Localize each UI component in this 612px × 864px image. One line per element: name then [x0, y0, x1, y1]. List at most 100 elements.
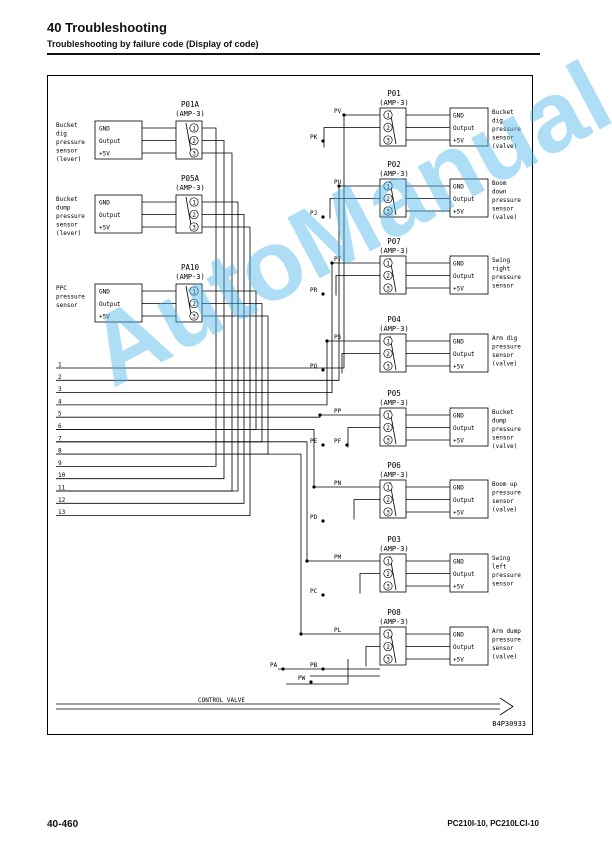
pin-number: 1	[192, 125, 196, 132]
pin-number: 3	[386, 583, 390, 590]
pin-number: 2	[192, 212, 196, 219]
connector-label: P04	[387, 315, 401, 324]
pin-label: GND	[453, 413, 464, 420]
pin-circle	[383, 568, 393, 579]
control-valve-arrowhead	[499, 697, 514, 716]
sensor-label: dump	[492, 418, 507, 425]
sensor-label: (valve)	[492, 143, 517, 150]
pin-number: 1	[386, 338, 390, 345]
connector-box	[379, 626, 407, 666]
sensor-box	[449, 407, 489, 447]
junction-dot	[312, 485, 316, 489]
pin-label: +5V	[453, 286, 464, 293]
model-name: PC210I-10, PC210LCI-10	[447, 819, 539, 828]
wire-label: PC	[310, 588, 318, 595]
bus-label: 2	[58, 374, 62, 381]
connector-type: (AMP-3)	[379, 618, 409, 626]
pin-label: +5V	[453, 657, 464, 664]
junction-dot	[330, 261, 334, 265]
pin-label: +5V	[453, 364, 464, 371]
pin-circle	[383, 507, 393, 517]
pin-circle	[189, 222, 199, 232]
bus-label: 10	[58, 472, 66, 479]
pin-label: Output	[453, 644, 475, 651]
pin-circle	[383, 556, 393, 566]
sensor-box	[449, 255, 489, 295]
sensor-label: sensor	[492, 581, 514, 588]
bus-wire	[56, 315, 269, 455]
pin-number: 2	[386, 125, 390, 132]
junction-dot	[345, 443, 349, 447]
sensor-label: Arm dig	[492, 335, 518, 342]
port-label: PU	[334, 179, 342, 186]
sensor-label: PPC	[56, 285, 67, 292]
sensor-label: sensor	[492, 135, 514, 142]
sensor-label: pressure	[492, 637, 521, 644]
port-label: PN	[334, 480, 342, 487]
pin-circle	[383, 654, 393, 664]
pin-label: +5V	[453, 138, 464, 145]
pin-number: 2	[192, 138, 196, 145]
pin-number: 2	[386, 273, 390, 280]
pin-label: +5V	[99, 151, 110, 158]
pin-label: GND	[453, 261, 464, 268]
wire-label: PR	[310, 287, 318, 294]
pin-label: GND	[99, 126, 110, 133]
sensor-label: sensor	[492, 206, 514, 213]
connector-label: P05A	[181, 174, 200, 183]
bus-label: 1	[58, 362, 62, 369]
wire-label: PB	[310, 662, 318, 669]
sensor-label: pressure	[492, 126, 521, 133]
pin-number: 3	[386, 509, 390, 516]
output-wire	[341, 353, 380, 374]
bus-label: 4	[58, 398, 62, 405]
connector-label: P03	[387, 535, 401, 544]
junction-dot	[321, 139, 325, 143]
pin-number: 2	[386, 644, 390, 651]
pin-label: Output	[453, 196, 475, 203]
pin-number: 3	[192, 224, 196, 231]
connector-box	[379, 107, 407, 147]
pin-label: Output	[453, 351, 475, 358]
pin-label: Output	[453, 571, 475, 578]
diagram-code: B4P30933	[492, 720, 526, 728]
sensor-box	[449, 107, 489, 147]
sensor-label: (valve)	[492, 361, 517, 368]
sensor-label: Bucket	[56, 122, 78, 129]
pin-number: 3	[386, 208, 390, 215]
sensor-label: Boom up	[492, 481, 518, 488]
connector-box	[379, 407, 407, 447]
sensor-label: dig	[56, 131, 67, 138]
pin-label: +5V	[453, 209, 464, 216]
port-label: PL	[334, 627, 342, 634]
pin-circle	[383, 110, 393, 120]
pin-circle	[189, 148, 199, 158]
pin-label: Output	[99, 138, 121, 145]
connector-type: (AMP-3)	[379, 170, 409, 178]
pin-number: 3	[386, 363, 390, 370]
junction-dot	[309, 680, 313, 684]
sensor-label: pressure	[492, 274, 521, 281]
sensor-box	[94, 283, 143, 323]
wire-label: PJ	[310, 210, 317, 217]
junction-dot	[305, 559, 309, 563]
output-wire	[353, 499, 380, 520]
bus-wire	[56, 303, 263, 443]
sensor-label: left	[492, 564, 507, 571]
pin-circle	[383, 206, 393, 216]
sensor-label: sensor	[492, 645, 514, 652]
junction-dot	[321, 519, 325, 523]
pin-label: Output	[453, 497, 475, 504]
section-subtitle: Troubleshooting by failure code (Display…	[47, 39, 259, 49]
connector-label: P06	[387, 461, 401, 470]
pin-number: 1	[192, 199, 196, 206]
pin-circle	[189, 123, 199, 133]
pin-label: GND	[99, 289, 110, 296]
connector-label: P05	[387, 389, 401, 398]
sensor-box	[449, 553, 489, 593]
sensor-label: down	[492, 189, 507, 196]
junction-dot	[337, 184, 341, 188]
page-number: 40-460	[47, 819, 79, 830]
sensor-label: pressure	[492, 426, 521, 433]
pin-number: 1	[386, 484, 390, 491]
